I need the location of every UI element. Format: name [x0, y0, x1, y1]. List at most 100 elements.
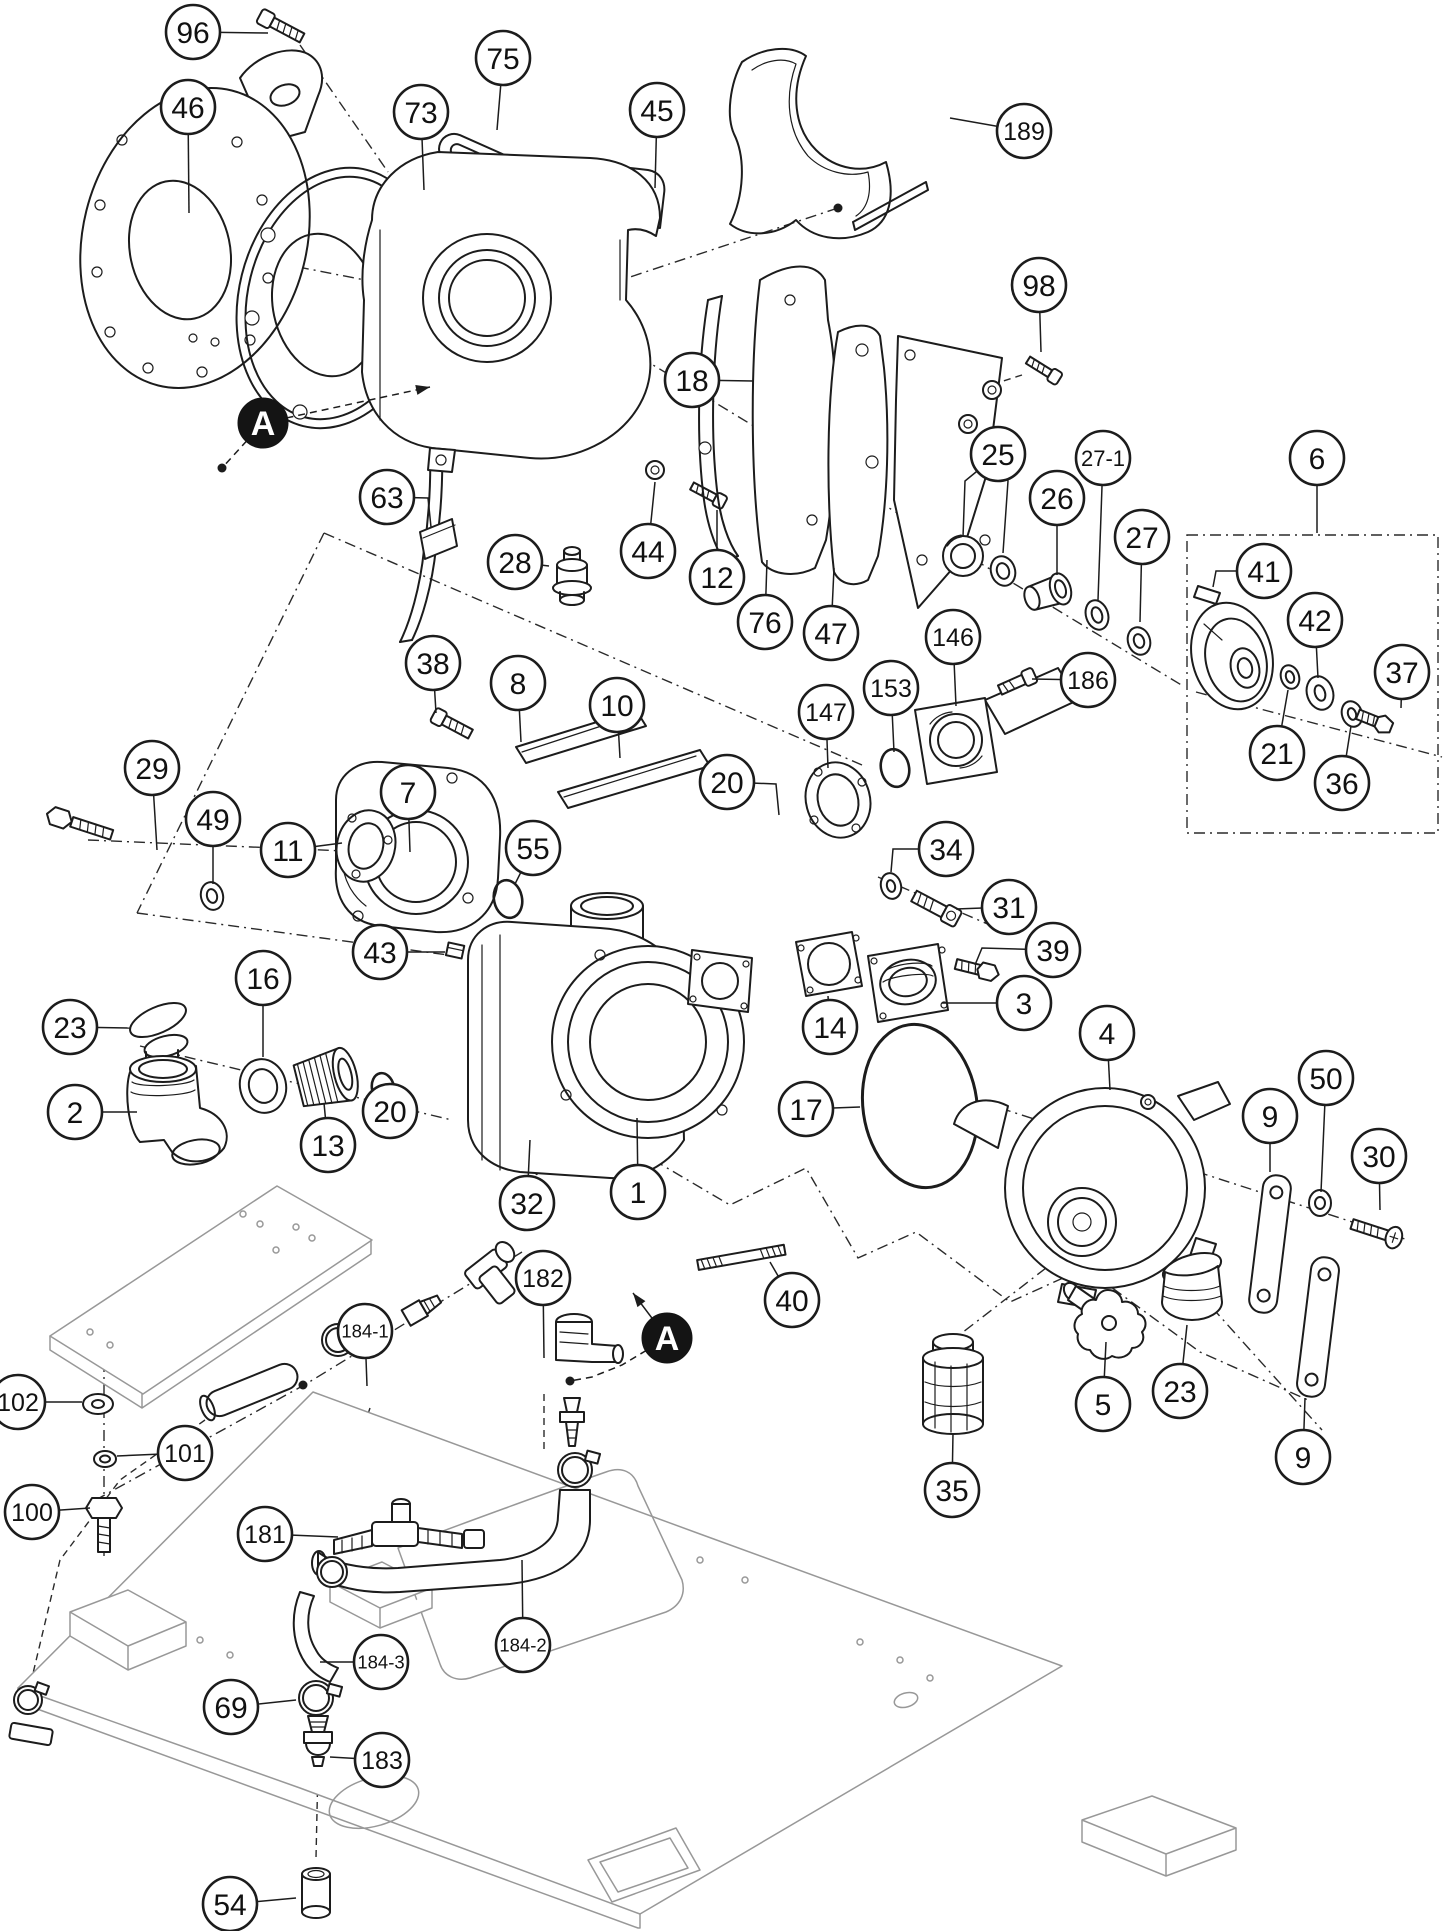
- callout-184-1: 184-1: [336, 1302, 394, 1360]
- callout-44: 44: [619, 522, 677, 580]
- callout-100: 100: [3, 1483, 61, 1541]
- callout-label: A: [251, 405, 276, 443]
- part-drain-plug: [1161, 1252, 1223, 1321]
- callout-label: 23: [53, 1012, 86, 1045]
- callout-label: 47: [814, 618, 847, 651]
- callout-23: 23: [1151, 1362, 1209, 1420]
- construction-line: [323, 532, 863, 766]
- part-lock-washer: [1308, 1189, 1332, 1217]
- callout-16: 16: [234, 949, 292, 1007]
- callout-label: 40: [775, 1285, 808, 1318]
- callout-label: 9: [1262, 1101, 1279, 1134]
- callout-label: 5: [1095, 1389, 1112, 1422]
- callout-11: 11: [259, 821, 317, 879]
- part-o-ring-17: [860, 1022, 980, 1190]
- part-back-shroud: [751, 265, 838, 575]
- part-blower-housing: [361, 151, 666, 473]
- callout-label: 27-1: [1081, 446, 1125, 471]
- part-bushing: [1023, 572, 1073, 611]
- callout-186: 186: [1059, 651, 1117, 709]
- callout-21: 21: [1248, 724, 1306, 782]
- callout-label: 146: [932, 624, 974, 652]
- part-hose-clamp-182: [557, 1449, 602, 1488]
- part-starter-pulley: [1190, 601, 1274, 711]
- callout-label: 184-1: [341, 1321, 388, 1342]
- callout-label: 75: [486, 43, 519, 76]
- part-washer-49: [199, 881, 225, 911]
- callout-146: 146: [924, 608, 982, 666]
- callout-label: 42: [1298, 605, 1331, 638]
- callout-75: 75: [474, 29, 532, 87]
- callout-label: 98: [1022, 270, 1055, 303]
- callout-label: 73: [404, 97, 437, 130]
- callout-76: 76: [736, 593, 794, 651]
- callout-label: 41: [1247, 556, 1280, 589]
- callout-9: 9: [1274, 1428, 1332, 1486]
- callout-6: 6: [1288, 429, 1346, 487]
- part-hose-nipple: [292, 1046, 359, 1108]
- part-star-knob: [1062, 1281, 1147, 1360]
- callout-label: 23: [1163, 1376, 1196, 1409]
- callout-96: 96: [164, 3, 222, 61]
- callout-55: 55: [504, 819, 562, 877]
- callout-40: 40: [763, 1271, 821, 1329]
- part-bolt-186: [996, 667, 1039, 696]
- callout-3: 3: [995, 974, 1053, 1032]
- callout-43: 43: [351, 923, 409, 981]
- callout-label: 54: [213, 1889, 246, 1922]
- callout-label: 1: [630, 1177, 647, 1210]
- callout-23: 23: [41, 998, 99, 1056]
- part-retainer-plate: [335, 809, 397, 883]
- callout-32: 32: [498, 1174, 556, 1232]
- callout-5: 5: [1074, 1375, 1132, 1433]
- callout-label: 49: [196, 804, 229, 837]
- callout-147: 147: [797, 683, 855, 741]
- callout-184-2: 184-2: [494, 1616, 552, 1674]
- leader-line: [569, 1337, 668, 1382]
- part-washer-42: [1305, 675, 1335, 711]
- callout-54: 54: [201, 1875, 259, 1931]
- part-washer-44: [645, 460, 665, 480]
- callout-25: 25: [969, 425, 1027, 483]
- callout-label: 9: [1295, 1442, 1312, 1475]
- callout-label: 6: [1309, 443, 1326, 476]
- part-key: [1193, 585, 1221, 605]
- part-spacer-plate-10: [557, 749, 711, 809]
- callout-label: 18: [675, 365, 708, 398]
- callout-label: 100: [11, 1499, 53, 1527]
- part-elbow-fitting: [126, 1055, 228, 1166]
- callout-label: 25: [981, 439, 1014, 472]
- callout-label: 8: [510, 668, 527, 701]
- callout-18: 18: [663, 351, 721, 409]
- callout-label: 39: [1036, 935, 1069, 968]
- callout-31: 31: [980, 878, 1038, 936]
- construction-line: [957, 1267, 1047, 1337]
- callout-label: 30: [1362, 1141, 1395, 1174]
- callout-45: 45: [628, 81, 686, 139]
- reference-dot: [833, 203, 843, 213]
- callout-63: 63: [358, 468, 416, 526]
- callout-label: 184-2: [499, 1635, 546, 1656]
- callout-label: 147: [805, 699, 847, 727]
- part-threaded-flange: [867, 943, 949, 1023]
- callout-35: 35: [923, 1461, 981, 1519]
- callout-9: 9: [1241, 1087, 1299, 1145]
- callout-label: 31: [992, 892, 1025, 925]
- part-bearing: [942, 534, 1017, 587]
- callout-label: 96: [176, 17, 209, 50]
- callout-label: 14: [813, 1012, 846, 1045]
- callout-36: 36: [1313, 754, 1371, 812]
- callout-14: 14: [801, 998, 859, 1056]
- callout-38: 38: [404, 634, 462, 692]
- part-drain-plug-183: [303, 1715, 333, 1767]
- part-washer-102: [82, 1393, 114, 1415]
- callout-label: 184-3: [357, 1652, 404, 1673]
- part-strainer: [922, 1333, 984, 1435]
- callout-label: 38: [416, 648, 449, 681]
- part-bolt-31: [910, 889, 963, 928]
- callout-label: 76: [748, 607, 781, 640]
- callout-label: 101: [164, 1440, 206, 1468]
- callout-1: 1: [609, 1163, 667, 1221]
- callout-17: 17: [777, 1080, 835, 1138]
